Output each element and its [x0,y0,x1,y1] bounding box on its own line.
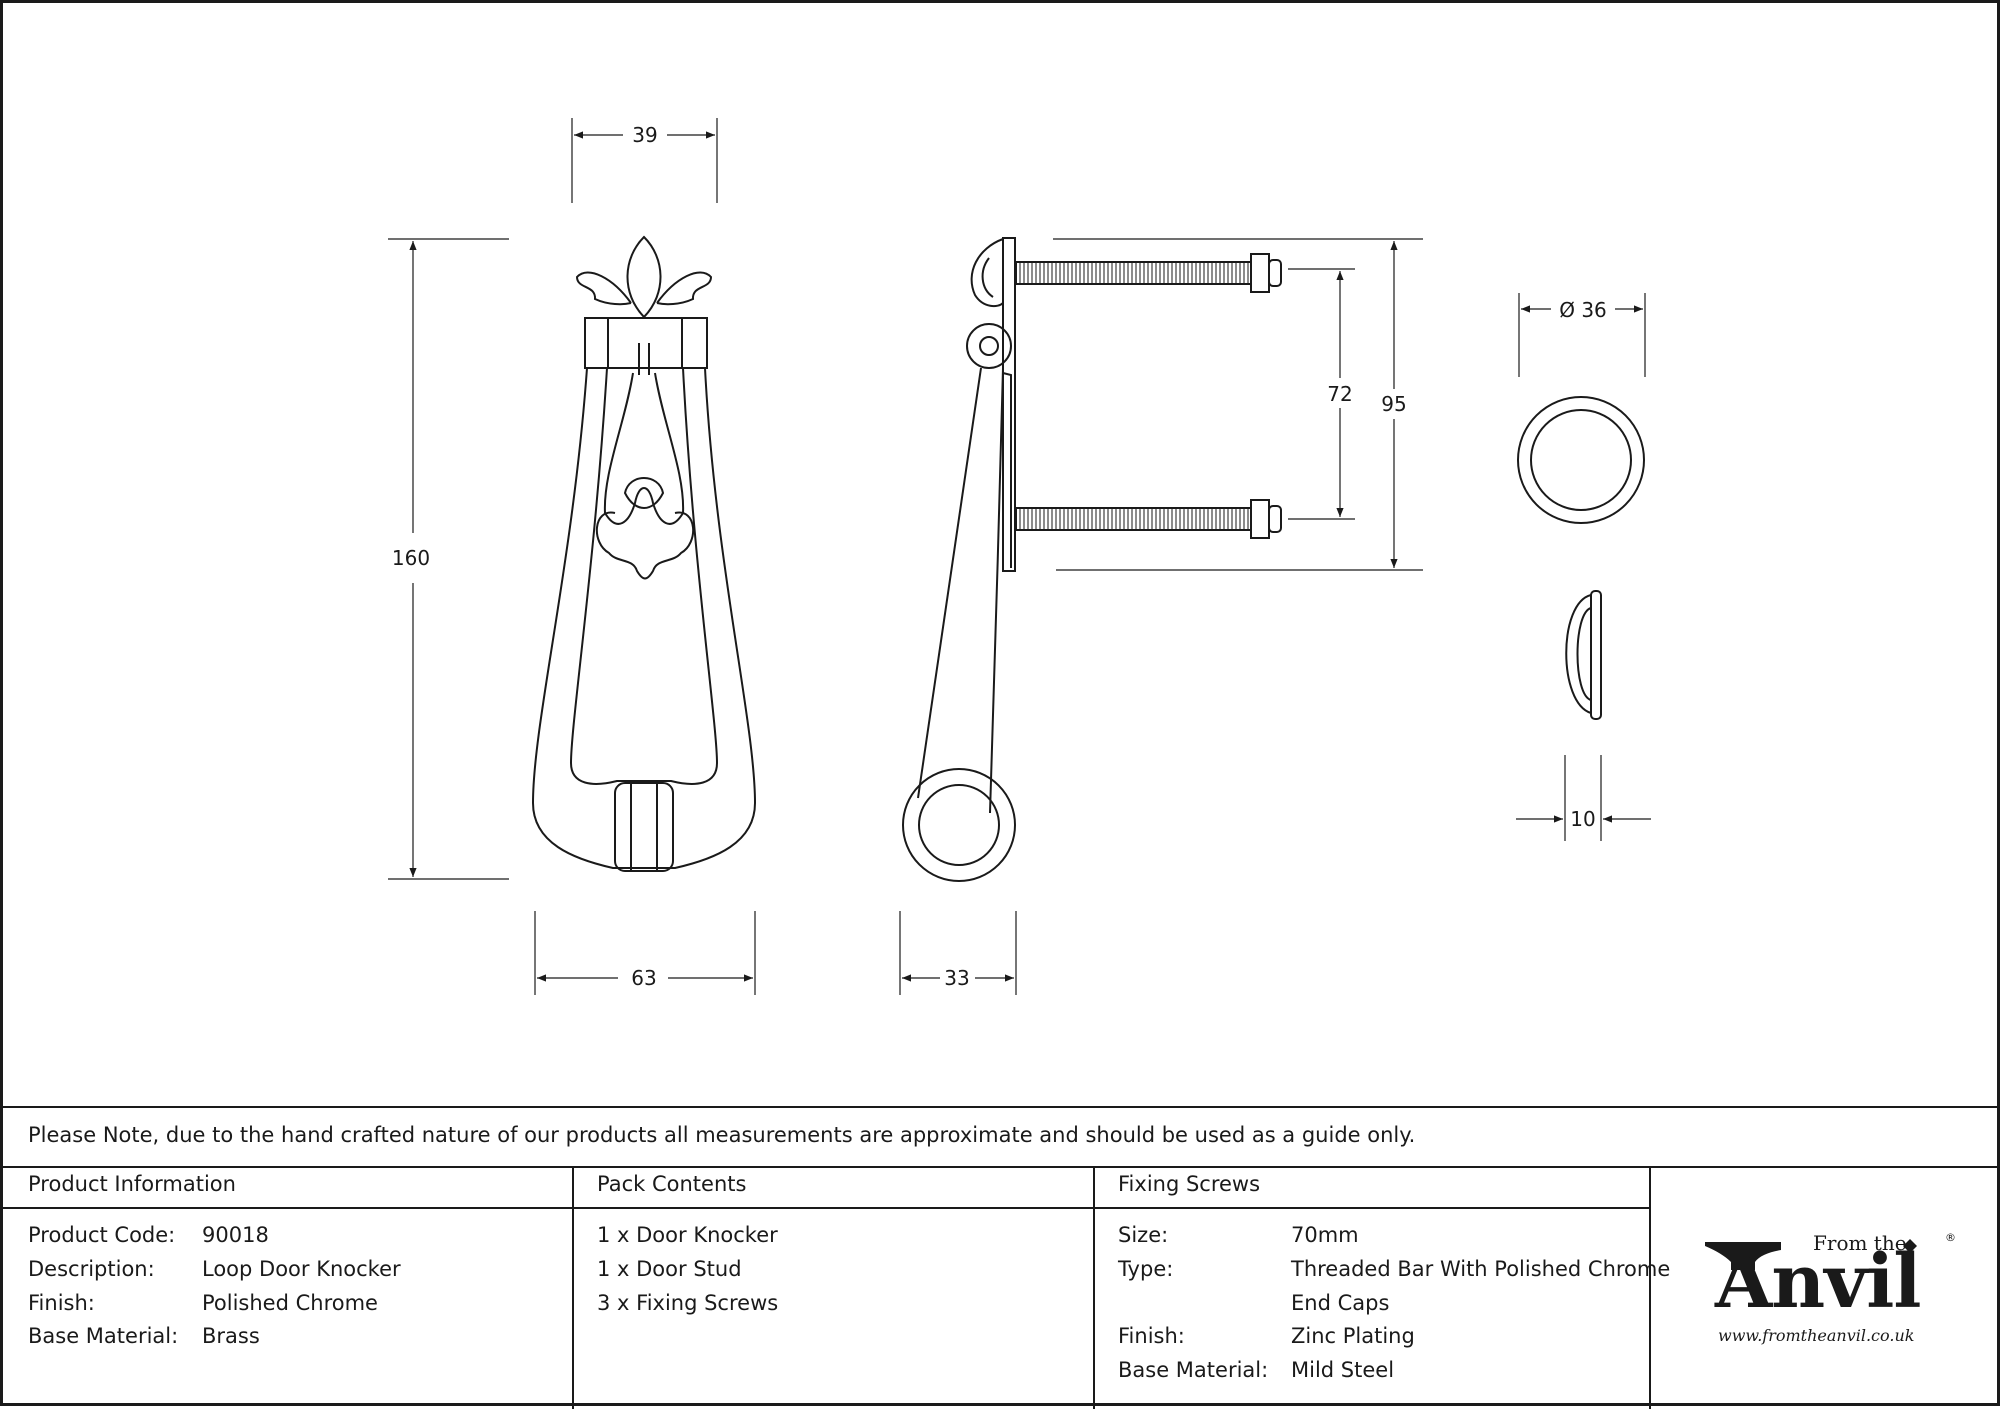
stud-top-view [1517,396,1645,524]
product-info-header: Product Information [28,1172,236,1196]
from-the-anvil-logo: From the ® Anvil www.fromtheanvil.co.uk [1703,1231,1963,1361]
dimension-72-label: 72 [1327,382,1352,406]
side-view-knocker [902,237,1282,882]
screw-finish-value: Zinc Plating [1291,1324,1415,1348]
pack-item: 1 x Door Knocker [597,1223,778,1247]
logo-anvil-wordmark: Anvil [1715,1239,1921,1325]
base-material-value: Brass [202,1324,260,1348]
dimension-diameter-36 [1518,293,1646,377]
info-panel: Please Note, due to the hand crafted nat… [3,1106,2000,1409]
measurement-note: Please Note, due to the hand crafted nat… [28,1123,1416,1147]
dimension-160 [388,238,509,880]
stud-side-view [1565,590,1602,720]
anvil-icon [1705,1242,1781,1270]
description-label: Description: [28,1257,155,1281]
product-code-label: Product Code: [28,1223,176,1247]
dimension-95-label: 95 [1381,392,1406,416]
dimension-72 [1288,268,1355,520]
dimension-95 [1053,238,1423,571]
dimension-63-label: 63 [631,966,656,990]
pack-contents-header: Pack Contents [597,1172,747,1196]
logo-url: www.fromtheanvil.co.uk [1718,1326,1915,1345]
finish-value: Polished Chrome [202,1291,378,1315]
pack-item: 3 x Fixing Screws [597,1291,779,1315]
dimension-10-label: 10 [1570,807,1595,831]
finish-label: Finish: [28,1291,95,1315]
screw-material-value: Mild Steel [1291,1358,1395,1382]
dimension-10 [1516,755,1651,841]
dimension-diameter-36-label: Ø 36 [1559,298,1607,322]
screw-finish-label: Finish: [1118,1324,1185,1348]
logo-from-the: From the [1813,1231,1907,1255]
logo-registered-mark: ® [1945,1231,1956,1244]
screw-size-value: 70mm [1291,1223,1359,1247]
dimension-160-label: 160 [392,546,430,570]
pack-item: 1 x Door Stud [597,1257,742,1281]
dimension-39-label: 39 [632,123,657,147]
screw-material-label: Base Material: [1118,1358,1269,1382]
fixing-screws-header: Fixing Screws [1118,1172,1261,1196]
dimension-33 [899,911,1017,995]
dimension-39 [571,118,718,203]
dimension-63 [534,911,756,995]
description-value: Loop Door Knocker [202,1257,401,1281]
base-material-label: Base Material: [28,1324,179,1348]
screw-size-label: Size: [1118,1223,1169,1247]
technical-drawing: 39 160 63 33 72 95 Ø 36 10 [388,118,1651,995]
screw-type-label: Type: [1118,1257,1174,1281]
screw-type-value-continued: End Caps [1291,1291,1390,1315]
dimension-33-label: 33 [944,966,969,990]
front-view-knocker [531,235,757,872]
screw-type-value: Threaded Bar With Polished Chrome [1291,1257,1671,1281]
diamond-icon [1903,1239,1917,1253]
product-code-value: 90018 [202,1223,269,1247]
